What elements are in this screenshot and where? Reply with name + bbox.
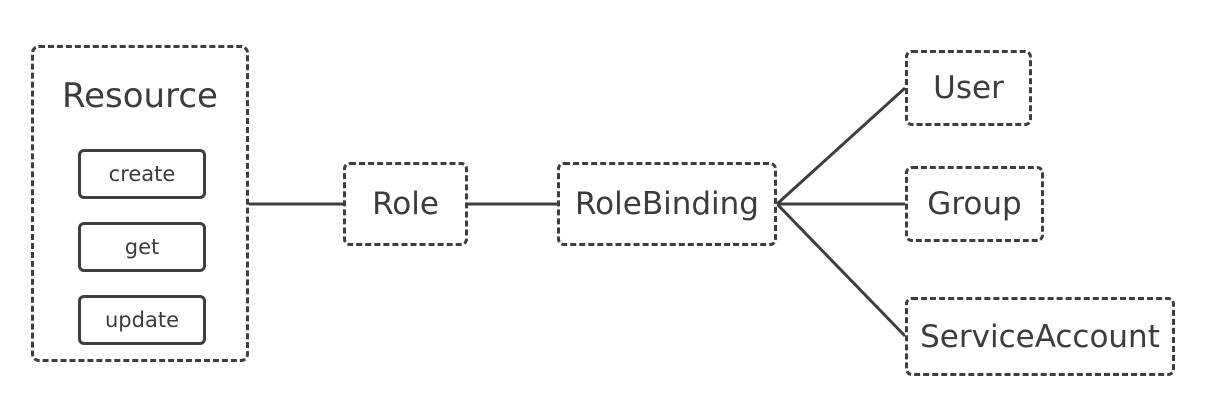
user-node: User <box>905 50 1032 126</box>
action-get: get <box>78 222 206 272</box>
group-node: Group <box>905 166 1044 242</box>
role-node: Role <box>343 162 468 246</box>
serviceaccount-node: ServiceAccount <box>905 297 1175 376</box>
connector-rolebinding-serviceaccount <box>775 202 907 338</box>
action-create: create <box>78 149 206 199</box>
action-update: update <box>78 295 206 345</box>
rolebinding-node: RoleBinding <box>557 162 777 246</box>
connector-rolebinding-user <box>775 86 907 206</box>
resource-container: Resource create get update <box>31 45 249 362</box>
resource-title: Resource <box>62 76 218 116</box>
